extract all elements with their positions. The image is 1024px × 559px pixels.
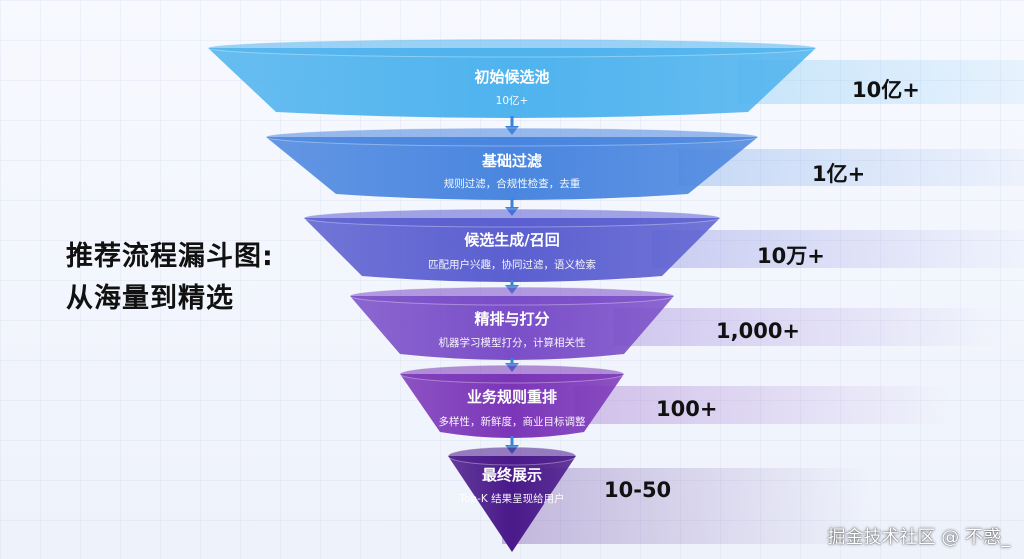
funnel-stage-body xyxy=(266,137,758,200)
stage-description: 多样性，新鲜度，商业目标调整 xyxy=(439,415,586,428)
stage-description: Top-K 结果呈现给用户 xyxy=(458,492,564,505)
stage-name: 基础过滤 xyxy=(481,152,542,170)
stage-description: 10亿+ xyxy=(496,94,529,107)
funnel-stage-1: 初始候选池 10亿+ xyxy=(207,38,817,118)
funnel-stage-body xyxy=(350,296,674,360)
diagram-title-line-2: 从海量到精选 xyxy=(66,283,234,314)
stage-count-4: 1,000+ xyxy=(716,319,801,343)
stage-count-2: 1亿+ xyxy=(812,162,866,186)
stage-name: 精排与打分 xyxy=(474,310,549,328)
funnel-stage-rim xyxy=(265,127,759,147)
funnel-stage-body xyxy=(448,456,576,552)
funnel-stage-rim xyxy=(303,208,721,228)
funnel-stage-rim xyxy=(399,364,625,384)
stage-description: 机器学习模型打分，计算相关性 xyxy=(439,336,586,349)
stage-count-3: 10万+ xyxy=(757,244,825,268)
funnel-stage-body xyxy=(304,218,720,282)
funnel-stage-rim xyxy=(349,286,675,306)
funnel-stage-rim xyxy=(207,38,817,58)
stage-band-3 xyxy=(652,230,1024,268)
stage-band-4 xyxy=(614,308,1004,346)
stage-band-6 xyxy=(502,468,872,544)
stage-name: 最终展示 xyxy=(482,466,542,484)
stage-name: 候选生成/召回 xyxy=(464,231,559,249)
diagram-title-line-1: 推荐流程漏斗图: xyxy=(66,241,274,272)
stage-name: 业务规则重排 xyxy=(467,388,557,406)
stage-description: 匹配用户兴趣，协同过滤，语义检索 xyxy=(428,258,596,271)
funnel-stage-body xyxy=(400,374,624,438)
stage-band-5 xyxy=(574,386,954,424)
stage-count-1: 10亿+ xyxy=(852,78,920,102)
watermark: 掘金技术社区 @ 不惑_ xyxy=(827,527,1010,548)
funnel-stage-body xyxy=(208,48,816,118)
stage-count-5: 100+ xyxy=(656,397,718,421)
stage-description: 规则过滤，合规性检查，去重 xyxy=(444,177,581,190)
stage-count-6: 10-50 xyxy=(604,478,672,502)
stage-name: 初始候选池 xyxy=(474,68,549,86)
funnel-stage-6: 最终展示 Top-K 结果呈现给用户 xyxy=(447,446,577,552)
diagram-title: 推荐流程漏斗图: 从海量到精选 xyxy=(66,236,274,320)
funnel-stage-rim xyxy=(447,446,577,466)
